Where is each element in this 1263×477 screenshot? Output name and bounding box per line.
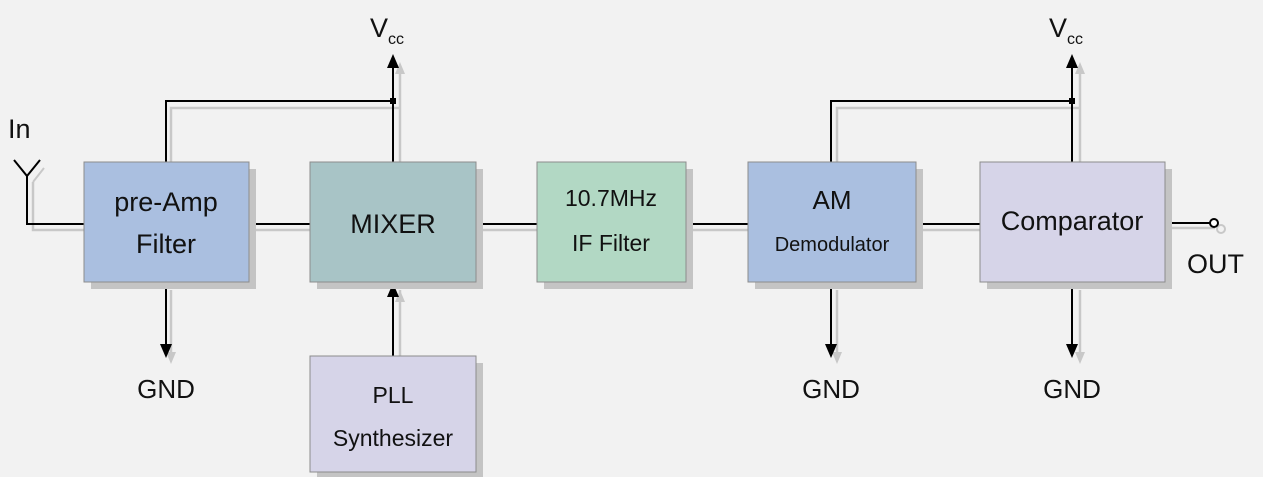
input-label: In — [8, 114, 31, 144]
vcc1-bus-wire — [165, 100, 393, 162]
wire-shadow-arrowheads — [166, 62, 1085, 364]
comparator-gnd-arrow-icon — [1066, 344, 1078, 358]
demod-gnd-label: GND — [802, 374, 860, 404]
vcc1-junction-dot — [390, 98, 396, 104]
output-terminal-icon — [1209, 218, 1219, 228]
preamp-label-line1: pre-Amp — [114, 187, 218, 217]
antenna-icon — [13, 159, 41, 178]
vcc2-arrow-icon — [1066, 54, 1078, 68]
antenna-feed-wire — [26, 176, 84, 225]
antenna-icon-shadow — [32, 167, 45, 183]
demod-label-line1: AM — [813, 185, 852, 215]
block-preamp: pre-Amp Filter — [83, 161, 250, 283]
pll-arrow-icon — [387, 283, 399, 297]
comparator-gnd-label: GND — [1043, 374, 1101, 404]
preamp-gnd-arrow-icon — [160, 344, 172, 358]
block-mixer: MIXER — [309, 161, 477, 283]
wires — [26, 64, 1210, 356]
vcc2-junction-dot — [1069, 98, 1075, 104]
block-if-filter: 10.7MHz IF Filter — [536, 161, 687, 283]
output-terminal-shadow — [1216, 224, 1226, 234]
iffilter-label-line1: 10.7MHz — [565, 185, 657, 211]
demod-label-line2: Demodulator — [775, 234, 890, 256]
preamp-gnd-label: GND — [137, 374, 195, 404]
vcc2-label-sub: cc — [1067, 31, 1083, 48]
demod-gnd-arrow-icon — [825, 344, 837, 358]
pll-label-line2: Synthesizer — [333, 425, 454, 451]
comparator-label: Comparator — [1001, 206, 1144, 236]
vcc2-label: V cc — [1049, 13, 1083, 48]
arrowheads — [160, 54, 1078, 358]
vcc1-label-main: V — [370, 13, 388, 43]
vcc1-label-sub: cc — [388, 31, 404, 48]
mixer-label: MIXER — [350, 209, 436, 239]
wire-shadows — [31, 70, 1215, 362]
output-label: OUT — [1187, 249, 1244, 279]
vcc1-arrow-icon — [387, 54, 399, 68]
block-am-demodulator: AM Demodulator — [747, 161, 917, 283]
preamp-label-line2: Filter — [136, 229, 196, 259]
block-pll-synthesizer: PLL Synthesizer — [309, 355, 477, 473]
block-comparator: Comparator — [979, 161, 1166, 283]
vcc2-bus-wire — [830, 100, 1072, 162]
vcc1-label: V cc — [370, 13, 404, 48]
iffilter-label-line2: IF Filter — [572, 230, 650, 256]
vcc2-label-main: V — [1049, 13, 1067, 43]
pll-label-line1: PLL — [373, 382, 414, 408]
